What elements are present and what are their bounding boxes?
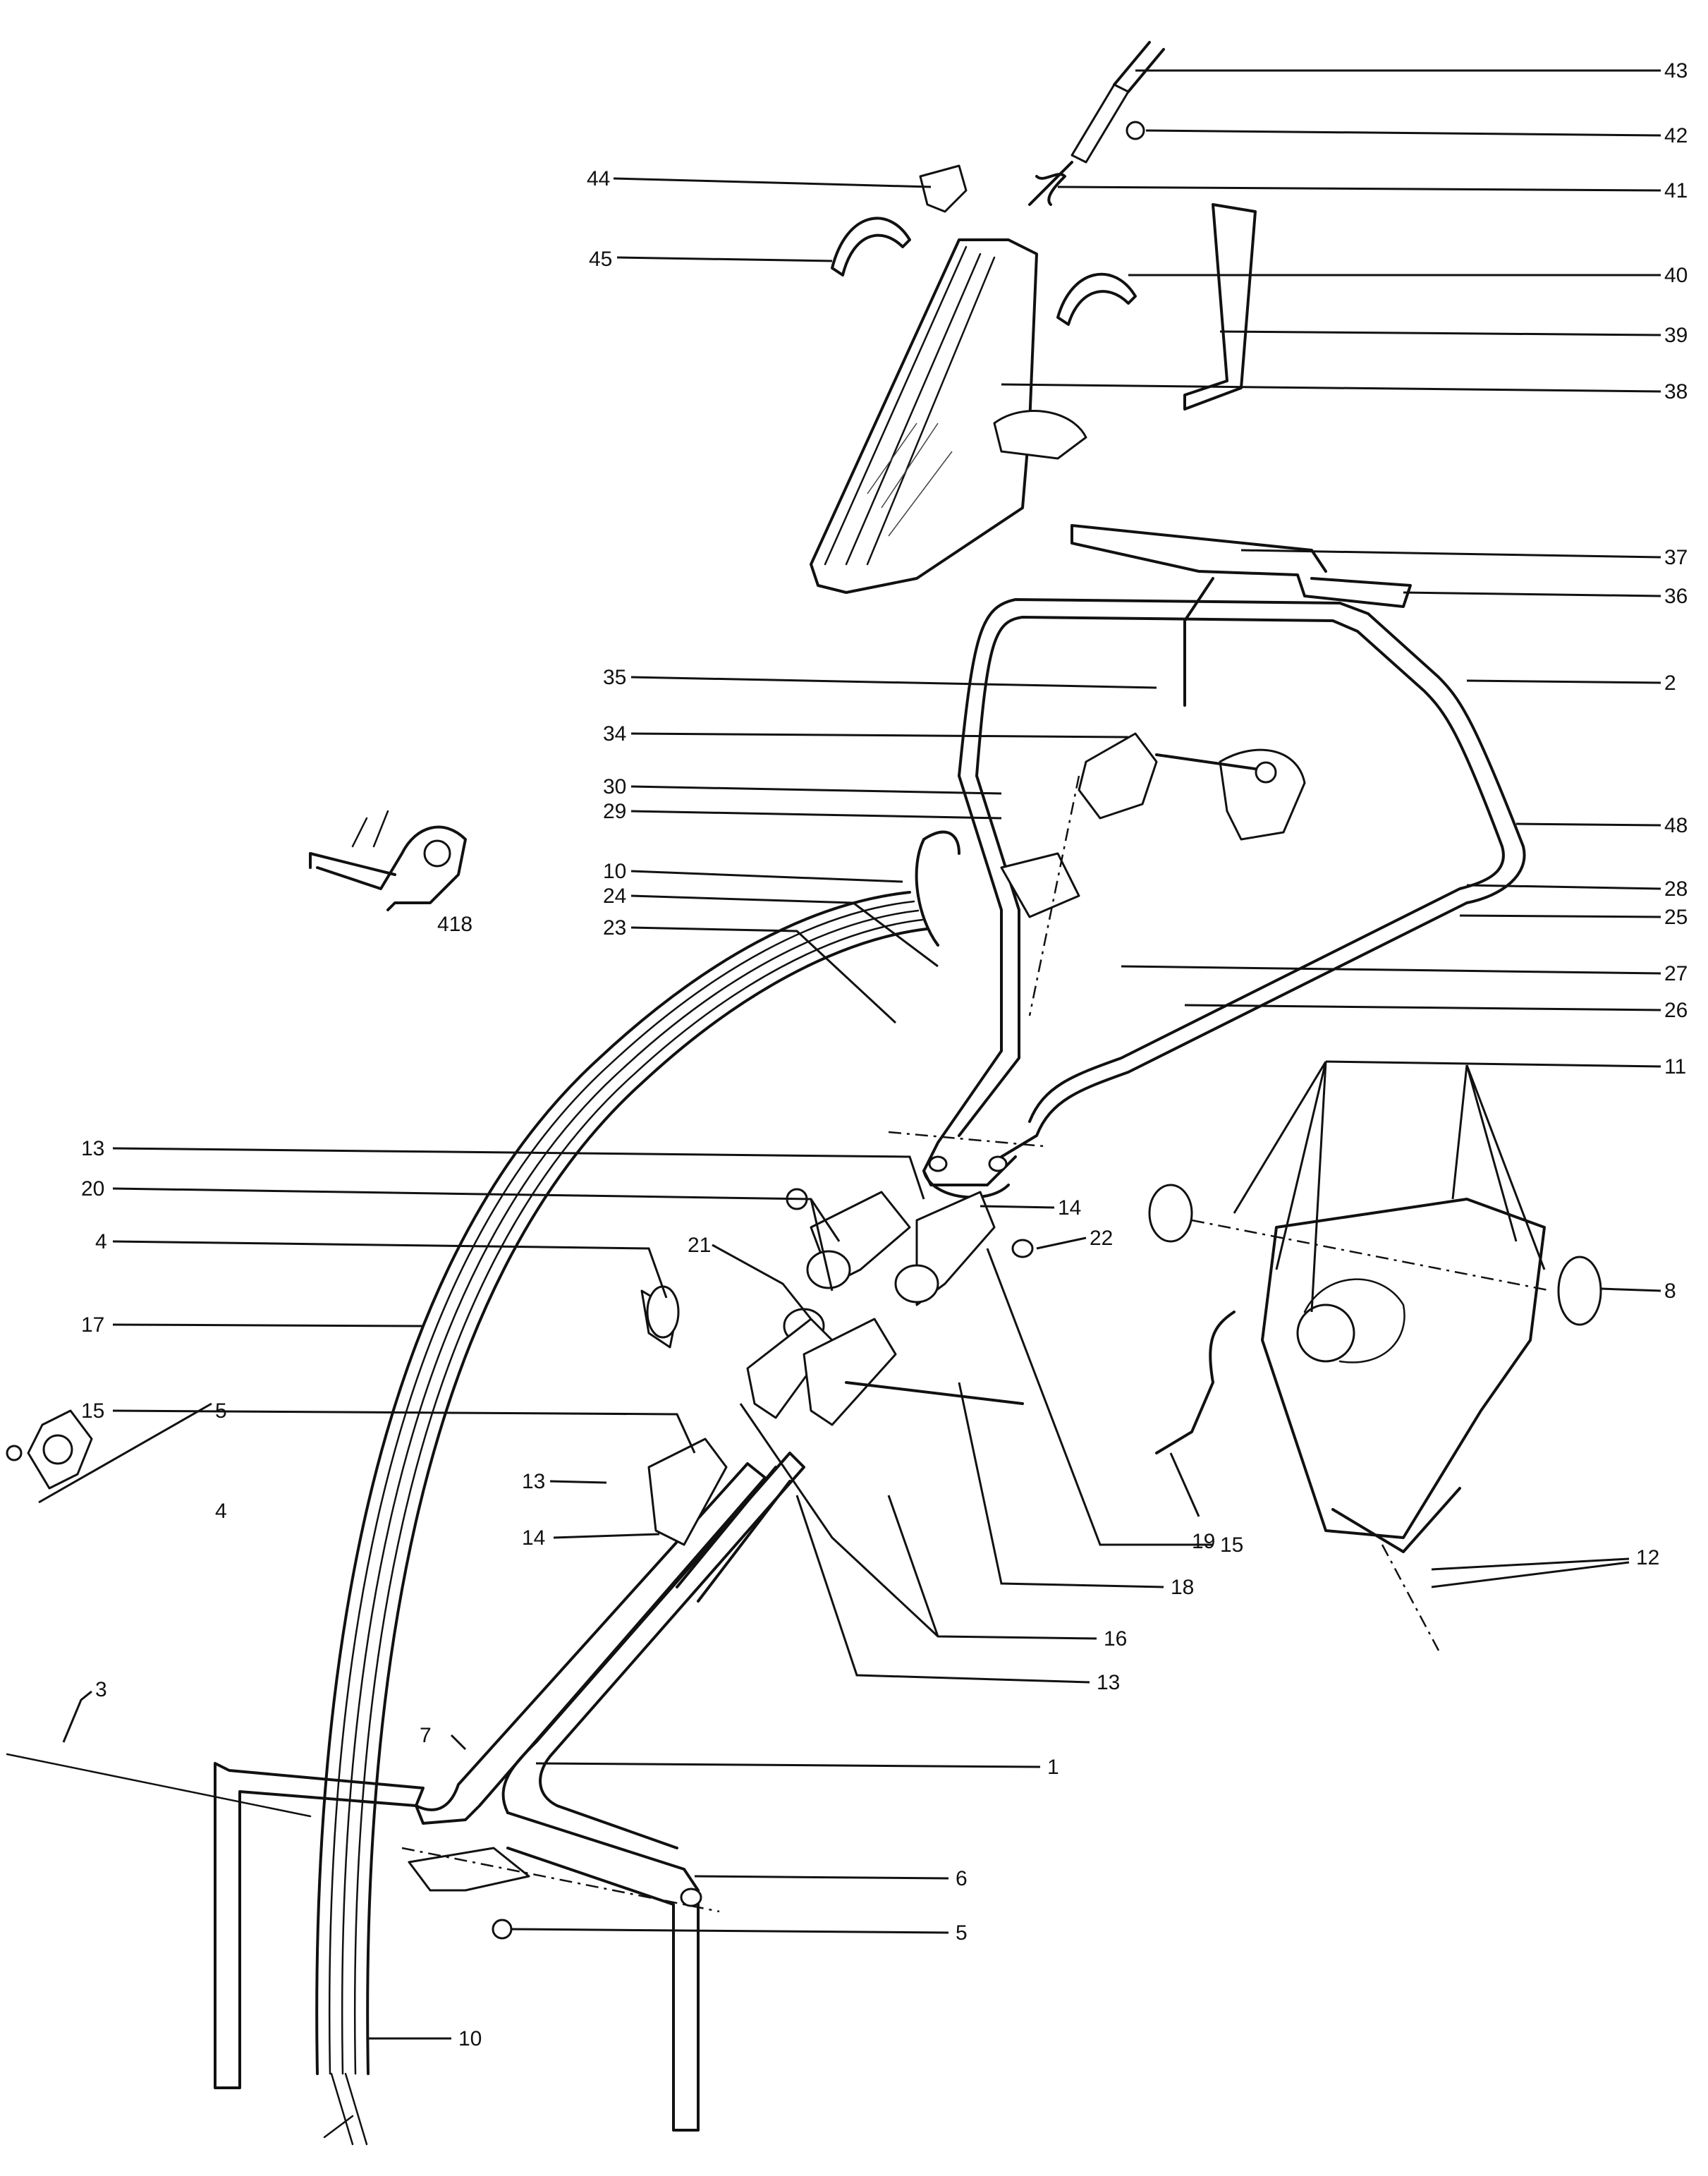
callout-1: 1 (1047, 1756, 1059, 1779)
callout-41: 41 (1664, 179, 1688, 202)
callout-2: 2 (1664, 671, 1676, 695)
callout-23: 23 (603, 916, 626, 940)
callout-16: 16 (1104, 1627, 1127, 1651)
callout-37: 37 (1664, 546, 1688, 569)
callout-22: 22 (1090, 1227, 1113, 1250)
wheel-8 (1557, 1256, 1602, 1326)
leader-lines (38, 69, 1661, 2040)
t-handle (1070, 524, 1412, 707)
motor-housing (1148, 1184, 1602, 1553)
rod-3 (6, 1753, 312, 1818)
callout-34: 34 (603, 722, 626, 746)
upper-handle (922, 598, 1526, 1199)
callout-7: 7 (420, 1724, 432, 1747)
upper-housing (810, 238, 1087, 594)
callout-13-bottom: 13 (1097, 1671, 1120, 1694)
clip-44 (919, 164, 968, 213)
bracket-39 (1183, 203, 1257, 411)
callout-labels: 43 42 44 41 45 40 39 38 37 36 35 2 34 30… (81, 59, 1688, 2050)
callout-14-mid: 14 (522, 1526, 545, 1550)
wheel-assembly (6, 1409, 93, 1490)
callout-48: 48 (1664, 814, 1688, 837)
callout-30: 30 (603, 775, 626, 798)
callout-42: 42 (1664, 124, 1688, 147)
nut-5 (492, 1919, 513, 1940)
callout-8: 8 (1664, 1280, 1676, 1303)
callout-18: 18 (1171, 1576, 1194, 1599)
callout-5-left: 5 (215, 1399, 227, 1423)
callout-40: 40 (1664, 264, 1688, 287)
callout-10-bottom: 10 (458, 2027, 482, 2050)
part-418-sketch (309, 810, 467, 911)
callout-12: 12 (1636, 1546, 1659, 1569)
callout-3: 3 (95, 1678, 107, 1701)
callout-10-upper: 10 (603, 860, 626, 883)
callout-4-upper: 4 (95, 1230, 107, 1253)
callout-11: 11 (1664, 1055, 1686, 1078)
callout-5-bottom: 5 (956, 1921, 968, 1945)
callout-21: 21 (688, 1234, 711, 1257)
callout-36: 36 (1664, 585, 1688, 608)
clip-45 (831, 217, 911, 276)
callout-15-left: 15 (81, 1399, 104, 1423)
callout-24: 24 (603, 885, 626, 908)
callout-44: 44 (587, 167, 610, 190)
callout-25: 25 (1664, 906, 1688, 929)
callout-17: 17 (81, 1313, 104, 1337)
callout-20: 20 (81, 1177, 104, 1201)
callout-418: 418 (437, 913, 472, 936)
lower-handle (214, 1452, 805, 2132)
parts-drawing (6, 41, 1602, 2146)
callout-13-top: 13 (81, 1137, 104, 1160)
callout-19: 19 (1192, 1530, 1215, 1553)
callout-35: 35 (603, 666, 626, 689)
callout-15-right: 15 (1220, 1533, 1243, 1557)
callout-13-mid: 13 (522, 1470, 545, 1493)
clip-40 (1056, 272, 1137, 326)
callout-4-left: 4 (215, 1500, 227, 1523)
callout-38: 38 (1664, 380, 1688, 403)
callout-39: 39 (1664, 324, 1688, 347)
plate-6 (408, 1847, 530, 1892)
control-assembly (915, 732, 1306, 947)
callout-45: 45 (589, 248, 612, 271)
callout-28: 28 (1664, 877, 1688, 901)
callout-6: 6 (956, 1867, 968, 1890)
callout-27: 27 (1664, 962, 1688, 985)
callout-14-top: 14 (1058, 1196, 1081, 1220)
callout-43: 43 (1664, 59, 1688, 83)
cable-bundle (315, 891, 928, 2146)
rod-assembly (1028, 41, 1165, 206)
callout-29: 29 (603, 800, 626, 823)
callout-26: 26 (1664, 999, 1688, 1022)
